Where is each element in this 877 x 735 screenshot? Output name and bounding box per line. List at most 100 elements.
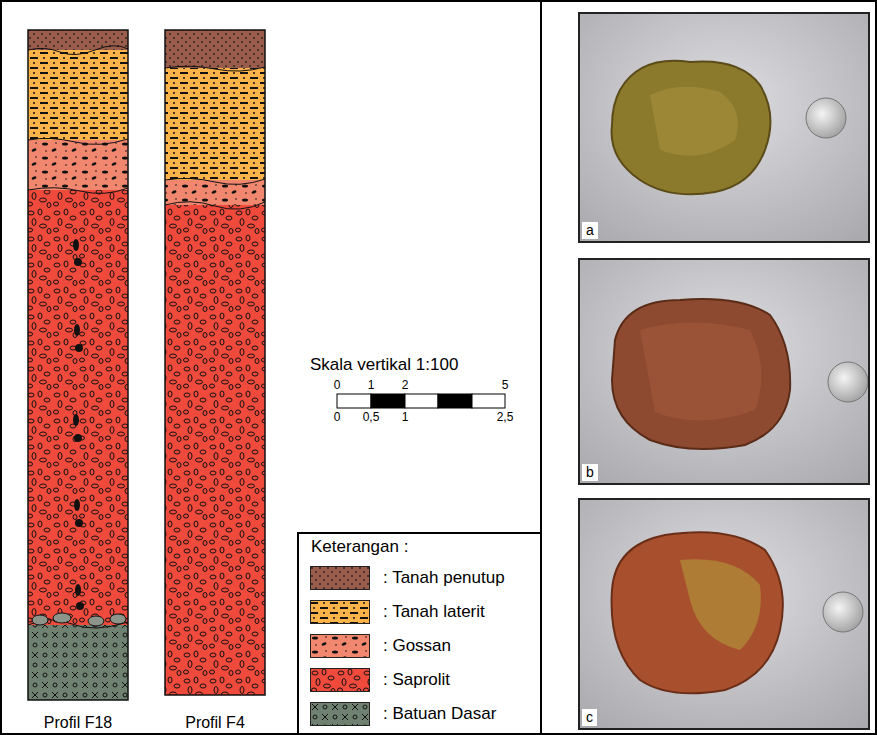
- illustration-shape: [75, 584, 81, 596]
- illustration-shape: [32, 613, 126, 626]
- scale-number: 2,5: [497, 411, 514, 424]
- illustration-shape: [32, 615, 48, 625]
- scale-number: 0: [334, 379, 341, 392]
- swatch-pattern: [310, 634, 370, 658]
- scale-number: 5: [502, 379, 509, 392]
- legend-text: : Batuan Dasar: [383, 704, 496, 724]
- illustration-shape: [405, 394, 438, 408]
- illustration-shape: [53, 613, 71, 623]
- illustration-shape: [75, 344, 83, 352]
- swatch-border: [311, 669, 370, 692]
- rock-photo: [578, 258, 870, 485]
- legend-text: : Gossan: [383, 636, 451, 656]
- legend-swatch: [310, 668, 370, 692]
- illustration-shape: [75, 519, 83, 527]
- illustration-shape: [578, 258, 870, 485]
- illustration-shape: [650, 87, 738, 156]
- scale-bar: [337, 394, 505, 408]
- swatch-fill: [310, 668, 370, 692]
- illustration-shape: [28, 190, 128, 625]
- panel-letter: a: [582, 222, 598, 239]
- illustration-shape: [165, 68, 265, 180]
- legend-entry: : Tanah laterit: [310, 600, 538, 624]
- legend-swatch: [310, 634, 370, 658]
- illustration-shape: [578, 12, 870, 243]
- illustration-shape: [578, 498, 870, 730]
- illustration-shape: [74, 324, 80, 336]
- scale-title: Skala vertikal 1:100: [310, 356, 458, 375]
- swatch-pattern: [310, 600, 370, 624]
- profile-name: Profil F4: [165, 714, 265, 732]
- illustration-shape: [165, 66, 265, 71]
- swatch-border: [311, 703, 370, 726]
- profile-column: [28, 30, 128, 700]
- illustration-shape: [74, 499, 80, 511]
- legend-entry: : Gossan: [310, 634, 538, 658]
- illustration-shape: [74, 258, 82, 266]
- scale-number: 1: [368, 379, 375, 392]
- illustration-shape: [73, 414, 79, 426]
- illustration-shape: [165, 30, 265, 68]
- swatch-pattern: [310, 702, 370, 726]
- legend-entry: : Saprolit: [310, 668, 538, 692]
- illustration-shape: [28, 30, 128, 50]
- illustration-shape: [165, 202, 265, 209]
- illustration-shape: [28, 46, 128, 55]
- scale-number: 0: [334, 411, 341, 424]
- illustration-shape: [612, 299, 790, 449]
- swatch-border: [311, 601, 370, 624]
- swatch-pattern: [310, 668, 370, 692]
- illustration-shape: [680, 559, 761, 650]
- profile-column: Profil F4: [165, 30, 265, 732]
- illustration-shape: [612, 532, 783, 693]
- swatch-fill: [310, 702, 370, 726]
- illustration-shape: [165, 178, 265, 184]
- photo-panel: a: [578, 12, 870, 243]
- illustration-shape: [165, 30, 265, 695]
- illustration-shape: [28, 50, 128, 140]
- legend-box: [298, 533, 541, 734]
- illustration-shape: [823, 592, 863, 632]
- illustration-shape: [73, 239, 84, 610]
- illustration-shape: [28, 188, 128, 194]
- swatch-pattern: [310, 566, 370, 590]
- rock-photo: [578, 12, 870, 243]
- illustration-shape: [73, 239, 79, 251]
- legend-entry: : Batuan Dasar: [310, 702, 538, 726]
- legend-swatch: [310, 600, 370, 624]
- scale-number: 1: [402, 411, 409, 424]
- illustration-shape: [612, 61, 771, 194]
- profile-name: Profil F18: [28, 714, 128, 732]
- swatch-fill: [310, 566, 370, 590]
- illustration-shape: [76, 602, 84, 610]
- illustration-shape: [337, 394, 371, 408]
- legend-text: : Tanah penutup: [383, 568, 505, 588]
- swatch-fill: [310, 634, 370, 658]
- legend-entry: : Tanah penutup: [310, 566, 538, 590]
- scale-number: 2: [402, 379, 409, 392]
- swatch-fill: [310, 600, 370, 624]
- illustration-shape: [28, 625, 128, 700]
- panel-letter: b: [582, 464, 598, 481]
- swatch-border: [311, 635, 370, 658]
- legend-swatch: [310, 702, 370, 726]
- illustration-shape: [28, 138, 128, 144]
- illustration-shape: [28, 140, 128, 190]
- illustration-shape: [828, 362, 868, 402]
- illustration-shape: [88, 616, 104, 626]
- legend-text: : Tanah laterit: [383, 602, 485, 622]
- illustration-shape: [806, 98, 846, 138]
- illustration-shape: [28, 30, 128, 700]
- illustration-shape: [438, 394, 472, 408]
- scale-number: 0,5: [363, 411, 380, 424]
- illustration-shape: [165, 205, 265, 695]
- profile-column: Profil F18: [28, 30, 128, 732]
- swatch-border: [311, 567, 370, 590]
- photo-panel: b: [578, 258, 870, 485]
- illustration-shape: [472, 394, 505, 408]
- illustration-shape: [165, 180, 265, 205]
- illustration-shape: [74, 434, 82, 442]
